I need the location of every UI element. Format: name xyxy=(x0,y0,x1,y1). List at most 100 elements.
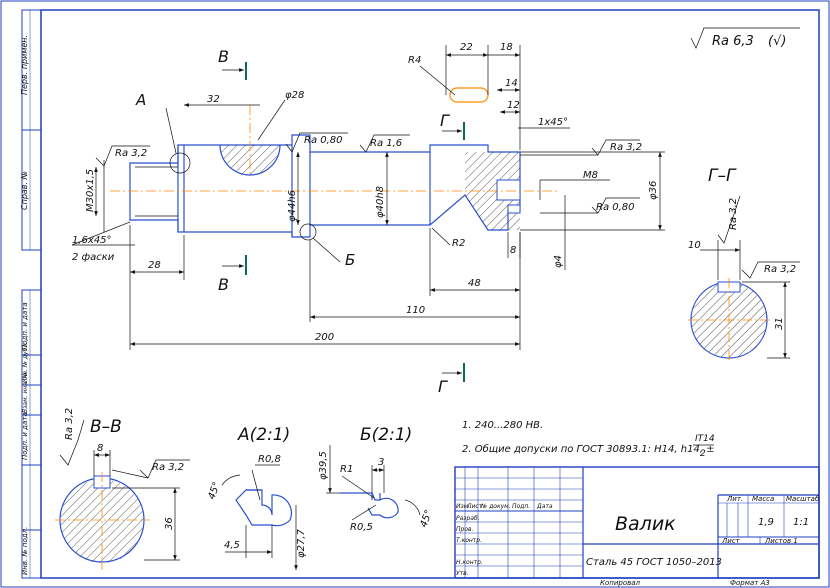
ra080-left: Ra 0,80 xyxy=(304,135,343,146)
section-vv: В–В 8 Ra 3,2 Ra 3,2 36 xyxy=(55,408,190,570)
section-gg-title: Г–Г xyxy=(708,166,737,186)
part-name: Валик xyxy=(615,513,676,535)
ra32-gg-a: Ra 3,2 xyxy=(728,198,739,230)
dim-vv-8: 8 xyxy=(97,443,103,454)
tb-scale: 1:1 xyxy=(793,517,809,528)
side-label-vzam: Взам. инв. № xyxy=(22,372,29,413)
dim-phi39-5: φ39,5 xyxy=(318,451,329,480)
dim-r4: R4 xyxy=(408,55,421,66)
ra32-vv-a: Ra 3,2 xyxy=(64,408,75,440)
tb-header-podp: Подп. xyxy=(512,503,530,510)
dim-31: 31 xyxy=(774,317,785,330)
section-gg: Г–Г 10 Ra 3,2 Ra 3,2 31 xyxy=(688,166,800,362)
dim-phi36: φ36 xyxy=(648,181,659,200)
detail-a-circle xyxy=(169,152,191,174)
tb-header-doc: № докум. xyxy=(480,503,511,510)
dim-r2: R2 xyxy=(452,238,465,249)
side-label-dubl: Инв. № дубл. xyxy=(22,342,29,383)
side-strip: Перв. примен. Справ. № Подп. и дата Инв.… xyxy=(20,9,42,579)
ra080-right: Ra 0,80 xyxy=(596,202,635,213)
roughness-general-text: Ra 6,3 xyxy=(712,34,754,49)
label-a: А xyxy=(135,91,146,109)
tb-copied: Копировал xyxy=(600,579,641,587)
tb-row-razrab: Разраб. xyxy=(456,515,480,522)
dim-8: 8 xyxy=(510,245,516,256)
detail-a-title: А(2:1) xyxy=(237,425,290,445)
tb-header-izm: Изм. xyxy=(456,503,470,510)
tb-sheets: Листов 1 xyxy=(764,537,798,545)
dim-200: 200 xyxy=(315,332,334,343)
technical-notes: 1. 240...280 HB. 2. Общие допуски по ГОС… xyxy=(462,420,715,459)
dim-110: 110 xyxy=(406,305,425,316)
dim-a-angle: 45° xyxy=(206,481,222,501)
dim-phi28: φ28 xyxy=(285,90,304,101)
dim-14: 14 xyxy=(505,78,518,89)
main-view: А Б В В Г Г 32 φ28 R4 22 18 14 12 1x xyxy=(71,42,665,396)
dim-m30: M30x1,5 xyxy=(85,169,96,212)
dim-vv-36: 36 xyxy=(164,517,175,530)
label-v-top: В xyxy=(218,47,229,66)
side-label-sprav: Справ. № xyxy=(20,171,29,210)
note-2-frac-bot: 2 xyxy=(700,449,706,459)
detail-b: Б(2:1) 3 R1 φ39,5 R0,5 45° xyxy=(318,425,435,533)
side-label-podp1: Подп. и дата xyxy=(21,302,29,350)
label-b-section: Б xyxy=(345,251,355,269)
tb-sheet: Лист xyxy=(721,537,741,545)
dim-chamfer-16x45: 1,6x45° xyxy=(72,235,112,246)
dim-phi4: φ4 xyxy=(553,255,564,268)
dim-18: 18 xyxy=(500,42,513,53)
tb-row-tkontr: Т.контр. xyxy=(456,537,482,544)
side-label-podp2: Подп. и дата xyxy=(21,412,29,460)
side-label-podl: Инв. № подл. xyxy=(21,527,29,575)
note-2: 2. Общие допуски по ГОСТ 30893.1: H14, h… xyxy=(462,443,715,455)
dim-32: 32 xyxy=(207,94,220,105)
tb-row-nkontr: Н.контр. xyxy=(456,559,483,566)
section-vv-title: В–В xyxy=(90,417,122,437)
detail-a: А(2:1) R0,8 45° 4,5 φ27,7 xyxy=(206,425,307,570)
dim-phi40h8: φ40h8 xyxy=(375,186,386,218)
dim-b-3: 3 xyxy=(378,457,384,468)
dim-m8: M8 xyxy=(583,170,598,181)
dim-phi27-7: φ27,7 xyxy=(296,529,307,559)
dim-48: 48 xyxy=(468,278,481,289)
roughness-general-symbol: (√) xyxy=(768,34,786,49)
dim-r05: R0,5 xyxy=(350,522,373,533)
tb-mass: 1,9 xyxy=(758,517,774,528)
dim-4-5: 4,5 xyxy=(224,540,240,551)
dim-chamfer-1x45: 1x45° xyxy=(538,117,568,128)
dim-b-angle: 45° xyxy=(418,509,434,529)
label-g-top: Г xyxy=(440,111,450,130)
ra32-gg-b: Ra 3,2 xyxy=(764,264,796,275)
material: Сталь 45 ГОСТ 1050–2013 xyxy=(586,557,722,568)
dim-phi44h6: φ44h6 xyxy=(287,190,298,222)
dim-10: 10 xyxy=(688,240,701,251)
detail-b-circle xyxy=(299,223,317,241)
label-v-bottom: В xyxy=(218,275,229,294)
roughness-general: Ra 6,3 (√) xyxy=(690,27,800,49)
dim-chamfer-2faces: 2 фаски xyxy=(72,252,115,263)
dim-22: 22 xyxy=(460,42,473,53)
ra32-right: Ra 3,2 xyxy=(610,142,642,153)
ra16: Ra 1,6 xyxy=(370,138,402,149)
title-block: Изм. Лист № докум. Подп. Дата Разраб. Пр… xyxy=(454,466,820,587)
dim-12: 12 xyxy=(507,100,520,111)
note-1: 1. 240...280 HB. xyxy=(462,420,543,431)
tb-header-list: Лист xyxy=(466,503,483,510)
tb-row-utv: Утв. xyxy=(456,570,469,577)
tb-header-data: Дата xyxy=(536,503,553,510)
tb-col-lit: Лит. xyxy=(726,495,743,503)
dim-r1: R1 xyxy=(340,464,353,475)
note-2-frac-top: IT14 xyxy=(695,434,715,444)
tb-format: Формат А3 xyxy=(730,579,770,587)
ra32-left: Ra 3,2 xyxy=(115,148,147,159)
label-g-bottom: Г xyxy=(438,377,448,396)
dim-r08: R0,8 xyxy=(258,454,281,465)
tb-col-scale: Масштаб xyxy=(786,495,820,503)
dim-28: 28 xyxy=(148,260,161,271)
tb-col-mass: Масса xyxy=(752,495,774,503)
detail-b-title: Б(2:1) xyxy=(360,425,412,445)
tb-row-prov: Пров. xyxy=(456,526,474,533)
side-label-perv: Перв. примен. xyxy=(20,35,29,95)
